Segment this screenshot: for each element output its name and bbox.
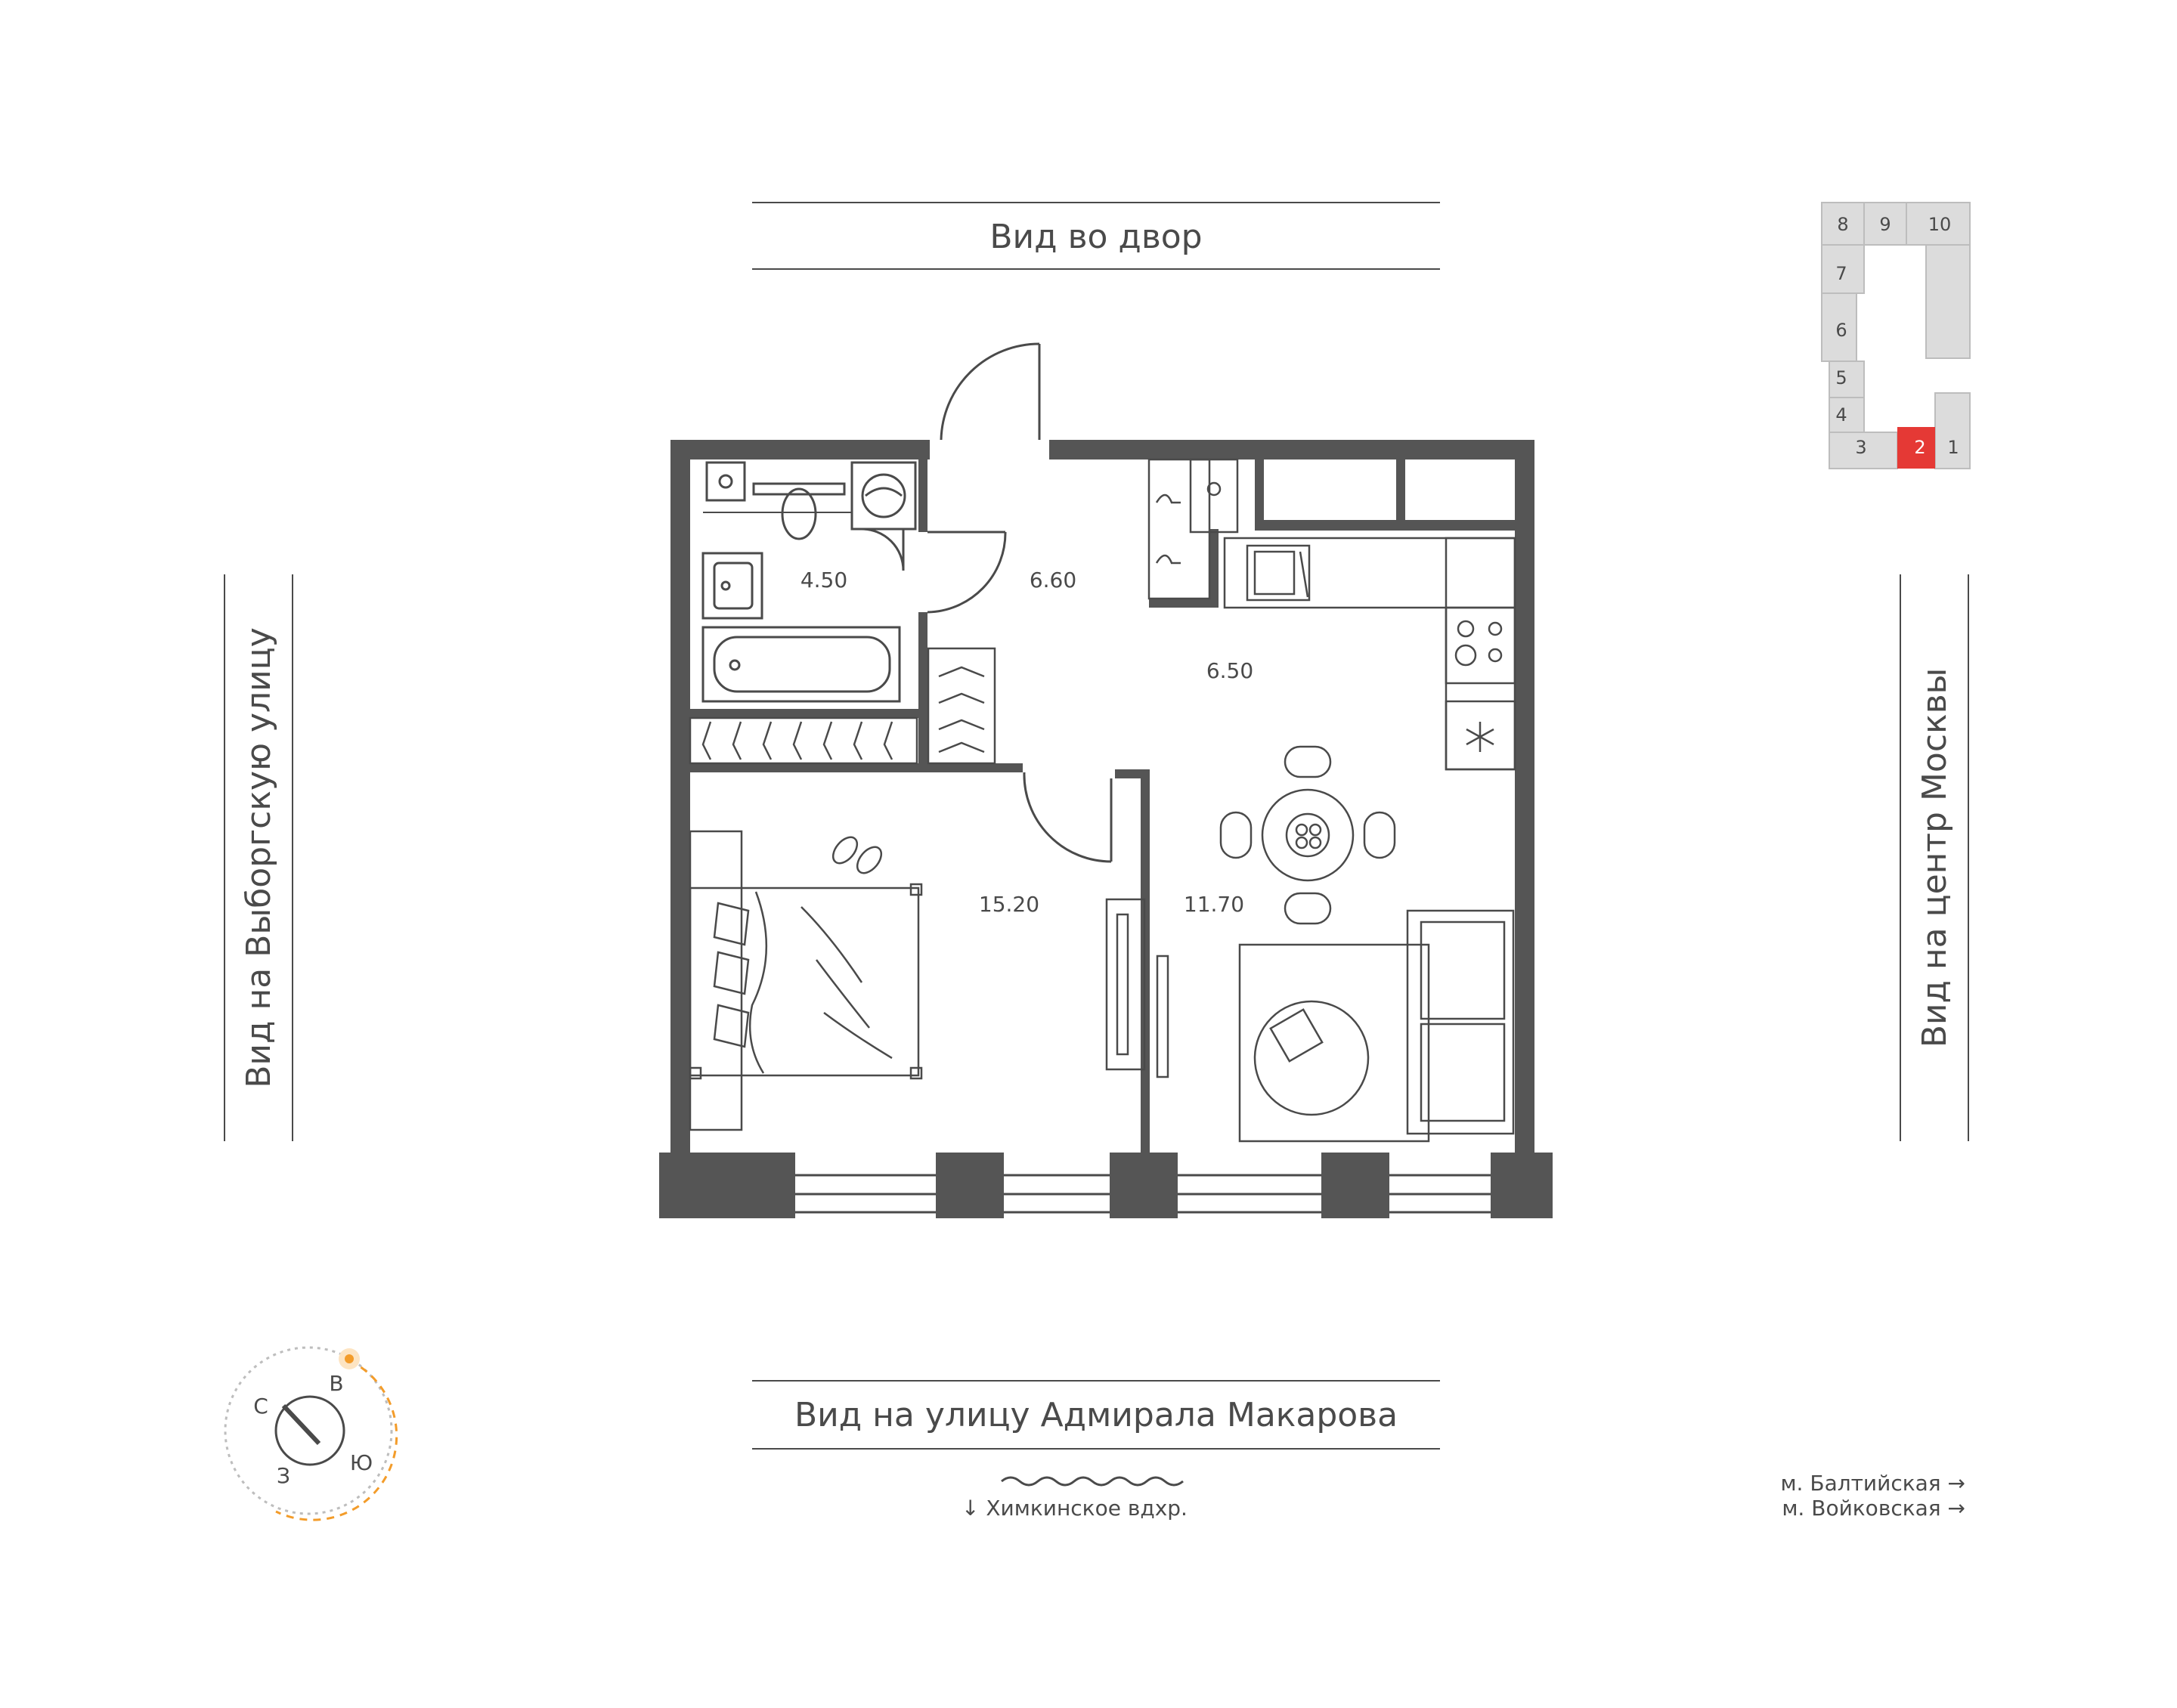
wardrobes bbox=[689, 647, 996, 765]
dining-table bbox=[1219, 745, 1396, 925]
room-areas: 4.50 6.60 6.50 15.20 11.70 bbox=[801, 568, 1253, 917]
kitchen bbox=[1223, 537, 1516, 771]
svg-text:3: 3 bbox=[1855, 437, 1866, 458]
metro-line-2: м. Войковская → bbox=[1782, 1496, 1965, 1521]
compass-south: Ю bbox=[350, 1450, 373, 1475]
svg-text:6: 6 bbox=[1835, 320, 1847, 341]
view-right: Вид на центр Москвы bbox=[1900, 574, 1969, 1141]
svg-text:7: 7 bbox=[1835, 263, 1847, 284]
svg-text:4: 4 bbox=[1835, 404, 1847, 425]
compass: С В Ю З bbox=[224, 1346, 398, 1521]
compass-east: В bbox=[329, 1371, 343, 1396]
view-left: Вид на Выборгскую улицу bbox=[224, 574, 293, 1141]
keyplan-highlight bbox=[1897, 427, 1935, 469]
view-right-label: Вид на центр Москвы bbox=[1915, 668, 1954, 1048]
area-bathroom: 4.50 bbox=[801, 568, 847, 593]
view-top-label: Вид во двор bbox=[989, 218, 1202, 256]
metro-info: м. Балтийская → м. Войковская → bbox=[1780, 1471, 1965, 1521]
bathroom-fixtures bbox=[701, 461, 917, 703]
hall-closet bbox=[1147, 458, 1239, 600]
metro-line-1: м. Балтийская → bbox=[1780, 1471, 1965, 1496]
view-left-label: Вид на Выборгскую улицу bbox=[240, 627, 278, 1088]
building-keyplan: 8 9 10 7 6 5 4 3 1 2 bbox=[1821, 202, 1971, 469]
living-furniture bbox=[1105, 898, 1515, 1143]
compass-north: С bbox=[253, 1394, 268, 1419]
svg-text:5: 5 bbox=[1835, 367, 1847, 388]
view-bottom: Вид на улицу Адмирала Макарова bbox=[752, 1380, 1440, 1450]
svg-text:9: 9 bbox=[1879, 214, 1891, 235]
view-top: Вид во двор bbox=[752, 202, 1440, 270]
area-bedroom: 15.20 bbox=[979, 892, 1039, 917]
area-kitchen: 6.50 bbox=[1206, 658, 1253, 683]
walls bbox=[659, 440, 1553, 1218]
bedroom-furniture bbox=[689, 830, 923, 1131]
water-label: ↓ Химкинское вдхр. bbox=[962, 1496, 1188, 1521]
svg-text:8: 8 bbox=[1837, 214, 1848, 235]
area-living: 11.70 bbox=[1184, 892, 1244, 917]
area-hall: 6.60 bbox=[1030, 568, 1076, 593]
water-indicator: ↓ Химкинское вдхр. bbox=[962, 1476, 1188, 1521]
svg-text:1: 1 bbox=[1947, 437, 1959, 458]
view-bottom-label: Вид на улицу Адмирала Макарова bbox=[794, 1396, 1398, 1434]
doors bbox=[861, 342, 1113, 863]
svg-text:10: 10 bbox=[1928, 214, 1952, 235]
windows bbox=[795, 1174, 1491, 1214]
compass-west: З bbox=[277, 1463, 290, 1488]
svg-text:2: 2 bbox=[1914, 437, 1925, 458]
